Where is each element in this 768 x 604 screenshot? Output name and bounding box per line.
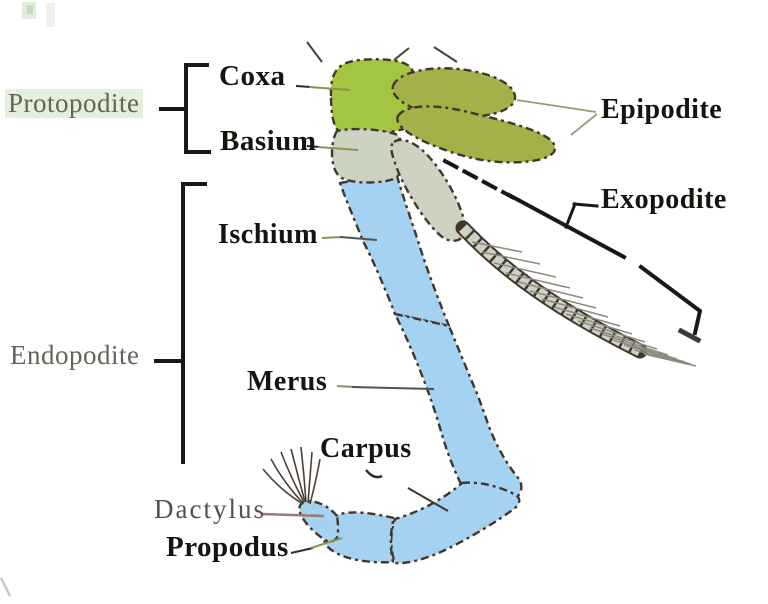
seta — [290, 448, 306, 503]
seta — [280, 451, 305, 503]
seta — [309, 458, 321, 505]
basium-segment — [330, 127, 404, 184]
seta — [577, 320, 646, 343]
endopodite-bracket — [181, 182, 207, 464]
epipodite-pointer-line — [570, 113, 598, 136]
carpus-pointer-tick — [365, 469, 383, 479]
epipodite-pointer-line — [516, 99, 597, 113]
artifact-line — [0, 577, 12, 597]
exopodite-label-tick — [564, 202, 577, 229]
dactylus-segment — [298, 499, 340, 543]
exopodite-bracket-dashed — [442, 158, 515, 200]
seta — [643, 353, 697, 367]
artifact-smudge — [46, 3, 55, 27]
seta — [565, 313, 633, 335]
seta — [493, 262, 557, 278]
seta — [623, 344, 686, 363]
bristle-right — [393, 47, 410, 61]
carpus-segment — [390, 481, 521, 565]
epipodite-label: Epipodite — [601, 94, 723, 125]
ischium-pointer-line — [339, 236, 378, 241]
seta — [481, 251, 541, 265]
coxa-bristles — [306, 41, 458, 63]
basium-pointer-line — [306, 145, 321, 148]
seta — [633, 349, 692, 365]
seta — [262, 468, 304, 505]
exopodite-label-dash — [572, 202, 599, 208]
coxa-pointer-line — [295, 85, 312, 88]
endopodite-label: Endopodite — [10, 340, 140, 370]
dactylus-setae — [262, 446, 321, 505]
exopodite-base — [390, 138, 467, 242]
coxa-pointer-line — [308, 86, 351, 91]
carpus-label: Carpus — [320, 433, 412, 464]
seta — [553, 306, 621, 327]
exopodite-bracket-foot — [677, 327, 702, 344]
bristle-left — [306, 41, 323, 63]
seta — [471, 241, 523, 253]
propodus-pointer-line — [290, 547, 314, 554]
coxa-label: Coxa — [219, 60, 286, 92]
merus-label: Merus — [247, 366, 328, 397]
seta — [541, 298, 609, 318]
epipodite-lower-lobe — [396, 105, 557, 164]
seta — [529, 290, 597, 309]
propodus-label: Propodus — [166, 531, 289, 563]
artifact-dot — [27, 5, 33, 14]
seta — [517, 281, 584, 299]
merus-pointer-line — [336, 385, 355, 388]
basium-label: Basium — [220, 125, 317, 157]
exopodite-label: Exopodite — [601, 184, 727, 215]
merus-pointer-line — [351, 386, 435, 390]
pointer-lines — [261, 85, 598, 554]
protopodite-label: Protopodite — [5, 88, 143, 119]
basium-pointer-line — [317, 146, 359, 151]
scan-artifacts — [0, 2, 55, 597]
dactylus-label: Dactylus — [154, 494, 266, 524]
seta — [505, 272, 571, 289]
seta — [270, 458, 304, 504]
dactylus-pointer-line — [261, 512, 325, 518]
propodus-pointer-line — [310, 537, 343, 549]
protopodite-bracket — [184, 63, 211, 154]
limb-shapes — [298, 58, 557, 565]
exopodite-bracket-hook — [638, 264, 703, 336]
ischium-pointer-line — [321, 236, 343, 239]
seta — [300, 446, 307, 503]
seta — [601, 333, 669, 356]
flagellum-setae — [471, 241, 697, 367]
ischium-label: Ischium — [218, 219, 318, 250]
seta — [307, 451, 313, 504]
bristle-upper-lobe — [433, 46, 458, 63]
seta — [612, 339, 678, 360]
merus-segment — [393, 312, 523, 501]
carpus-pointer-line — [407, 487, 449, 512]
seta — [589, 327, 658, 350]
brackets — [154, 63, 703, 464]
